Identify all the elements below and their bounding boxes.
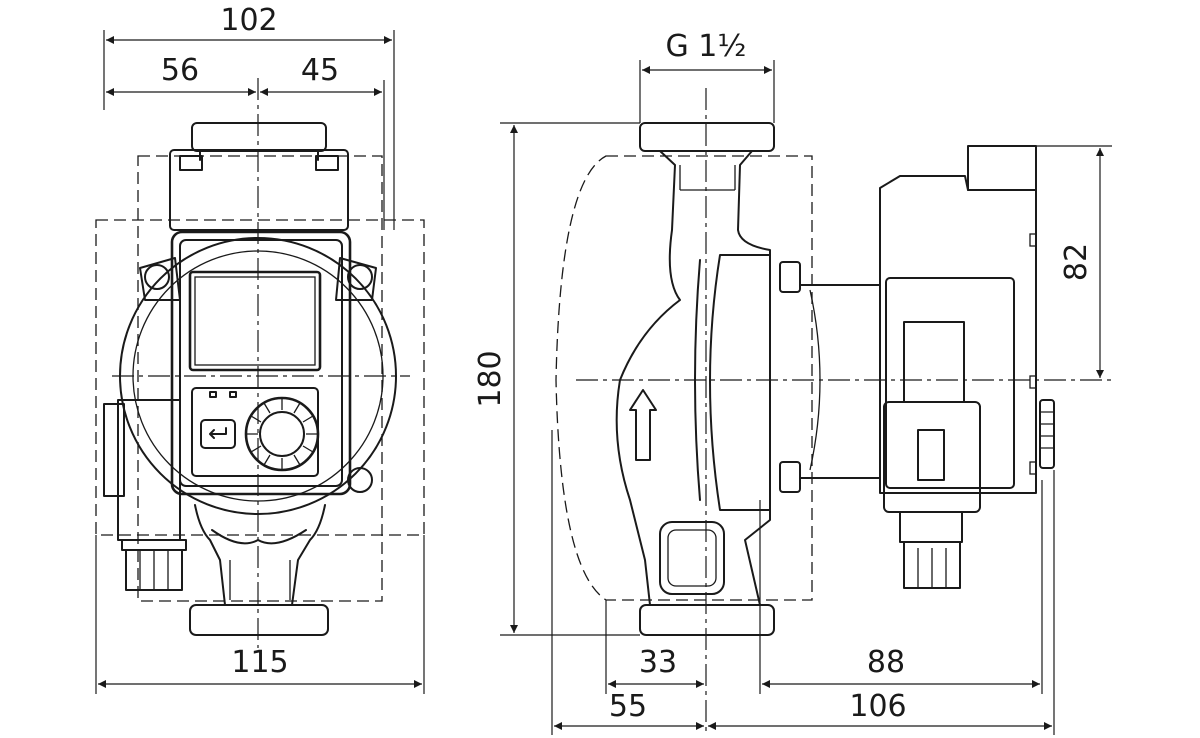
- dim-center-to-back: 106: [849, 689, 906, 724]
- dim-front-left: 56: [161, 53, 199, 88]
- dim-front-width-bottom: 115: [231, 645, 288, 680]
- dim-front-to-center: 55: [609, 689, 647, 724]
- front-view: 102 56 45 115: [95, 3, 425, 694]
- dim-overall-height: 180: [473, 350, 508, 407]
- dim-inlet-offset: 33: [639, 645, 677, 680]
- dim-front-right: 45: [301, 53, 339, 88]
- dim-body-to-back: 88: [867, 645, 905, 680]
- dim-thread-size: G 1½: [666, 29, 747, 64]
- dim-front-width-top: 102: [220, 3, 277, 38]
- dim-module-height: 82: [1059, 243, 1094, 281]
- side-view: G 1½ 180 82 33 88 55 106: [473, 29, 1112, 735]
- knob-ticks: [246, 398, 318, 470]
